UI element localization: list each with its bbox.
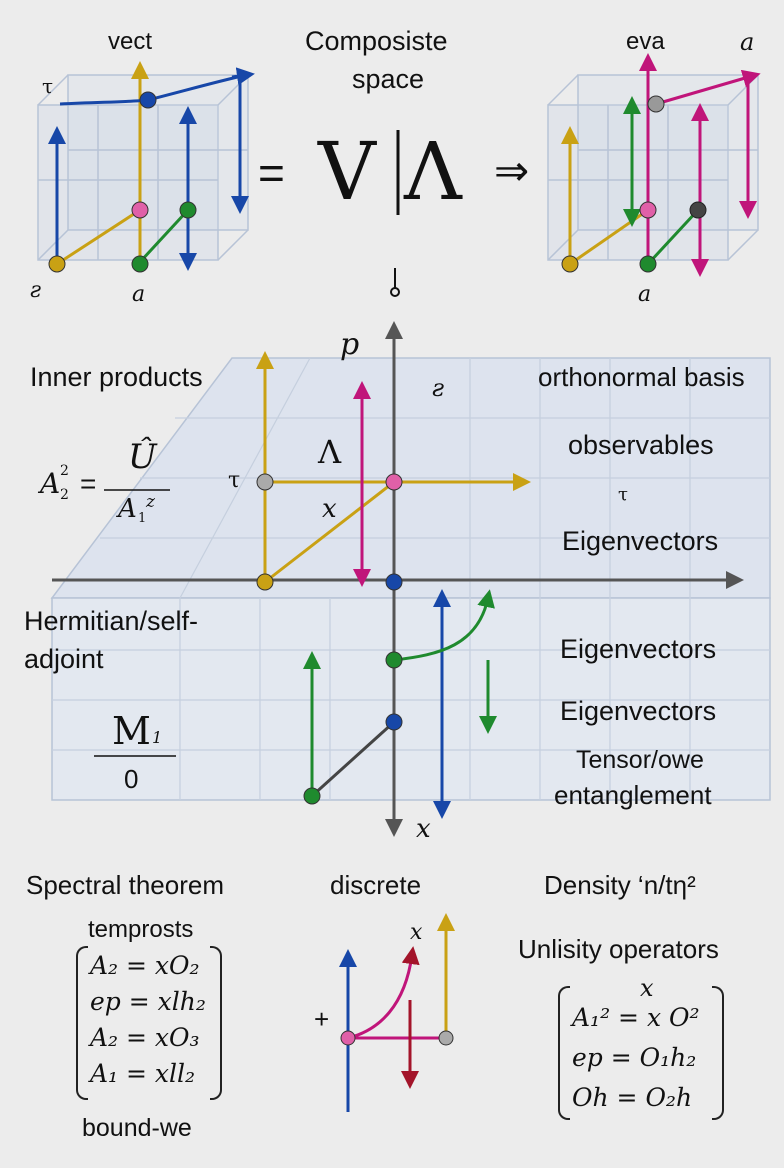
middle-vectors xyxy=(256,351,531,819)
discrete-x-label: x xyxy=(410,920,423,945)
eq-numerator: Û xyxy=(128,437,157,477)
implies-arrow: ⇒ xyxy=(494,147,530,194)
unlisity-operators-label: Unlisity operators xyxy=(518,934,719,964)
hermitian-label-2: adjoint xyxy=(24,644,104,674)
discrete-label: discrete xyxy=(330,870,422,900)
left-cube-tau: τ xyxy=(42,74,54,98)
right-cube xyxy=(547,53,761,277)
frac-denominator: 0 xyxy=(124,764,139,794)
frac-numerator: M xyxy=(112,709,151,753)
eq-lhs-sub: 2 xyxy=(60,487,69,503)
eq-den-sup: z xyxy=(146,492,155,512)
left-cube-title: vect xyxy=(108,28,153,55)
density-label: Density ‘n/tη² xyxy=(544,870,696,900)
eigenvectors-label-2: Eigenvectors xyxy=(560,634,717,664)
left-cube xyxy=(37,61,255,273)
eq-equals: = xyxy=(80,468,97,499)
hook-symbol xyxy=(390,268,400,297)
frac-num-sub: 1 xyxy=(152,728,163,747)
tensor-label-1: Tensor/owe xyxy=(576,746,704,774)
right-cube-label-b: a xyxy=(638,282,652,307)
right-cube-label-tr: a xyxy=(740,28,755,56)
temprosts-label: temprosts xyxy=(88,916,194,943)
glyph-z: ƨ xyxy=(432,374,445,402)
orthonormal-basis-label: orthonormal basis xyxy=(538,362,745,392)
right-matrix-x: x xyxy=(640,974,654,1002)
tensor-label-2: entanglement xyxy=(554,780,712,810)
composite-title-1: Composiste xyxy=(305,26,448,56)
right-cube-title: eva xyxy=(626,28,665,55)
tau-left: τ xyxy=(228,468,241,493)
axis-label-x: x xyxy=(416,814,431,844)
discrete-diagram xyxy=(339,913,455,1112)
left-cube-label-b: a xyxy=(132,282,146,307)
bound-we-label: bound-we xyxy=(82,1114,192,1142)
left-matrix-row: A₂ = xO₃ xyxy=(90,1023,200,1052)
axis-label-p: p xyxy=(340,327,360,362)
plus-sign: + xyxy=(314,1004,330,1034)
formula-v: V xyxy=(318,125,376,218)
left-cube-label-bl: ƨ xyxy=(30,278,42,303)
eq-lhs: A xyxy=(40,467,61,500)
left-matrix-row: A₁ = xll₂ xyxy=(90,1059,196,1088)
left-matrix-row: ep = xlh₂ xyxy=(90,987,206,1016)
eq-den-sub: 1 xyxy=(138,511,147,526)
equals-sign: = xyxy=(258,147,285,199)
observables-label: observables xyxy=(568,430,714,460)
left-matrix-row: A₂ = xO₂ xyxy=(90,951,200,980)
right-matrix-row: Oh = O₂h xyxy=(572,1083,693,1112)
middle-plane xyxy=(50,357,771,801)
right-matrix-row: A₁² = x O² xyxy=(572,1003,700,1032)
formula-lambda: Λ xyxy=(404,125,462,218)
eigenvectors-label-1: Eigenvectors xyxy=(562,526,719,556)
eq-lhs-sup: 2 xyxy=(60,463,69,479)
lambda-label: Λ xyxy=(318,433,342,471)
right-matrix-row: ep = O₁h₂ xyxy=(572,1043,697,1072)
inner-products-label: Inner products xyxy=(30,362,203,392)
spectral-theorem-label: Spectral theorem xyxy=(26,870,224,900)
composite-title-2: space xyxy=(352,64,425,94)
eq-denominator: A xyxy=(118,494,137,524)
tau-right: τ xyxy=(618,484,628,505)
x-label-mid: x xyxy=(322,494,337,524)
eigenvectors-label-3: Eigenvectors xyxy=(560,696,717,726)
hermitian-label-1: Hermitian/self- xyxy=(24,606,199,636)
